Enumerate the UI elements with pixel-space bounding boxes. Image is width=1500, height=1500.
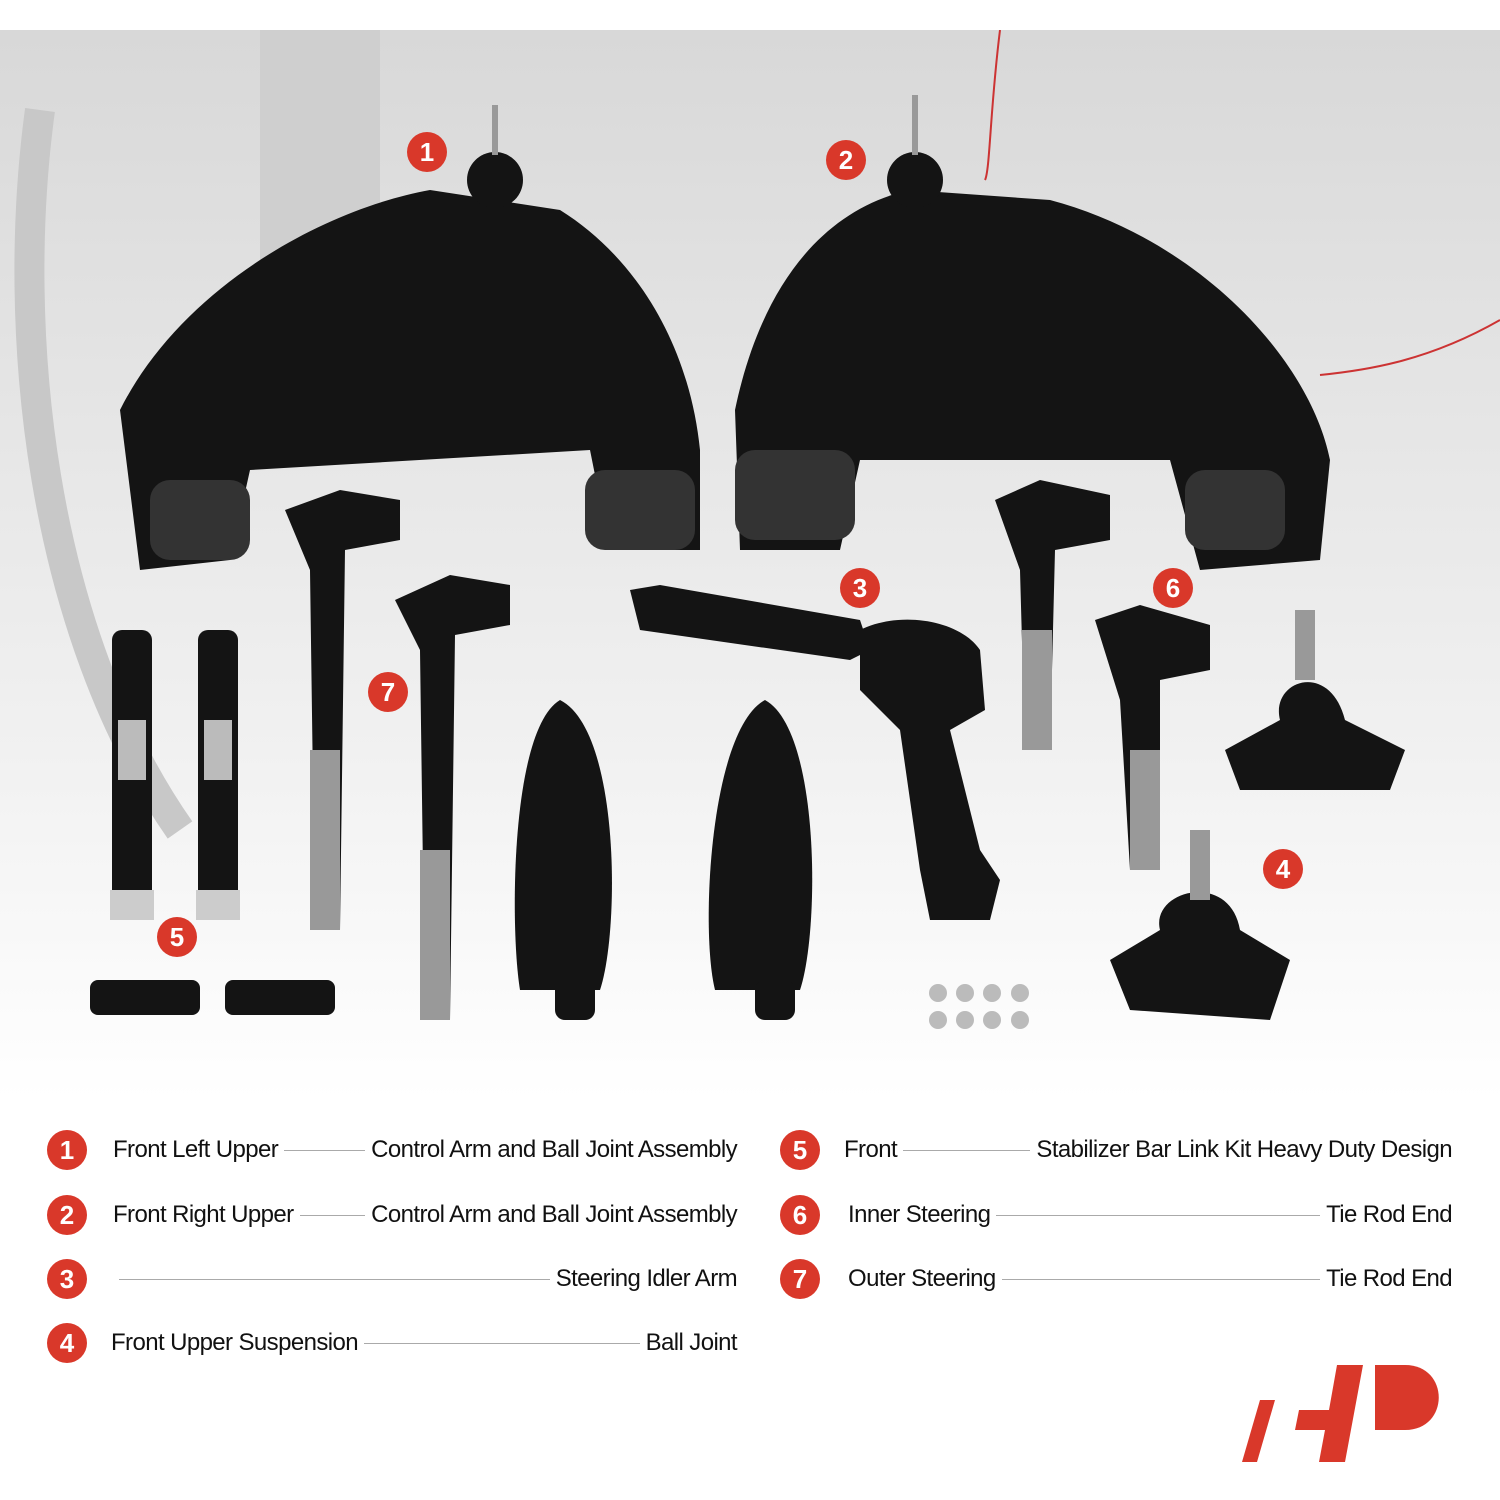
legend-divider: [996, 1214, 1321, 1216]
legend-divider: [1001, 1278, 1321, 1280]
left-control-arm: [120, 105, 700, 570]
legend-item-4: 4 Front Upper Suspension Ball Joint: [47, 1323, 738, 1363]
callout-3: 3: [840, 568, 880, 608]
legend-divider: [363, 1342, 640, 1344]
legend-item-2: 2 Front Right Upper Control Arm and Ball…: [47, 1195, 738, 1235]
stabilizer-links: [90, 630, 335, 1015]
legend-item-1: 1 Front Left Upper Control Arm and Ball …: [47, 1130, 738, 1170]
right-control-arm: [735, 95, 1330, 570]
legend-number: 4: [47, 1323, 87, 1363]
legend-number: 3: [47, 1259, 87, 1299]
legend-item-7: 7 Outer Steering Tie Rod End: [780, 1259, 1453, 1299]
legend-divider: [299, 1214, 366, 1216]
brand-logo: [1242, 1365, 1439, 1462]
legend-item-5: 5 Front Stabilizer Bar Link Kit Heavy Du…: [780, 1130, 1453, 1170]
legend-right-text: Control Arm and Ball Joint Assembly: [371, 1136, 737, 1163]
legend-right-text: Control Arm and Ball Joint Assembly: [371, 1201, 737, 1228]
rack-boots: [514, 700, 813, 1020]
nuts: [929, 984, 1029, 1029]
legend-item-3: 3 Steering Idler Arm: [47, 1259, 738, 1299]
legend-number: 7: [780, 1259, 820, 1299]
legend-number: 5: [780, 1130, 820, 1170]
legend-left-text: Front Left Upper: [113, 1136, 279, 1163]
ball-joints: [1110, 610, 1405, 1020]
callout-7: 7: [368, 672, 408, 712]
callout-4: 4: [1263, 849, 1303, 889]
product-photo: [0, 30, 1500, 1100]
callout-5: 5: [157, 917, 197, 957]
legend-number: 1: [47, 1130, 87, 1170]
legend-right-text: Ball Joint: [645, 1329, 738, 1356]
legend-right-text: Tie Rod End: [1326, 1201, 1453, 1228]
legend-number: 2: [47, 1195, 87, 1235]
legend-divider: [119, 1278, 550, 1280]
legend-right-text: Tie Rod End: [1326, 1265, 1453, 1292]
legend-right-text: Steering Idler Arm: [555, 1265, 738, 1292]
legend-left-text: Front Upper Suspension: [111, 1329, 359, 1356]
tie-rods: [285, 480, 1210, 1020]
legend-divider: [903, 1149, 1031, 1151]
legend-left-text: Inner Steering: [848, 1201, 991, 1228]
legend-left-text: Front: [844, 1136, 898, 1163]
legend-left-text: Outer Steering: [848, 1265, 996, 1292]
legend-item-6: 6 Inner Steering Tie Rod End: [780, 1195, 1453, 1235]
legend-left-text: Front Right Upper: [113, 1201, 294, 1228]
legend-divider: [284, 1149, 366, 1151]
legend-number: 6: [780, 1195, 820, 1235]
callout-2: 2: [826, 140, 866, 180]
callout-6: 6: [1153, 568, 1193, 608]
legend-right-text: Stabilizer Bar Link Kit Heavy Duty Desig…: [1036, 1136, 1452, 1163]
callout-1: 1: [407, 132, 447, 172]
idler-arm: [630, 585, 1000, 920]
